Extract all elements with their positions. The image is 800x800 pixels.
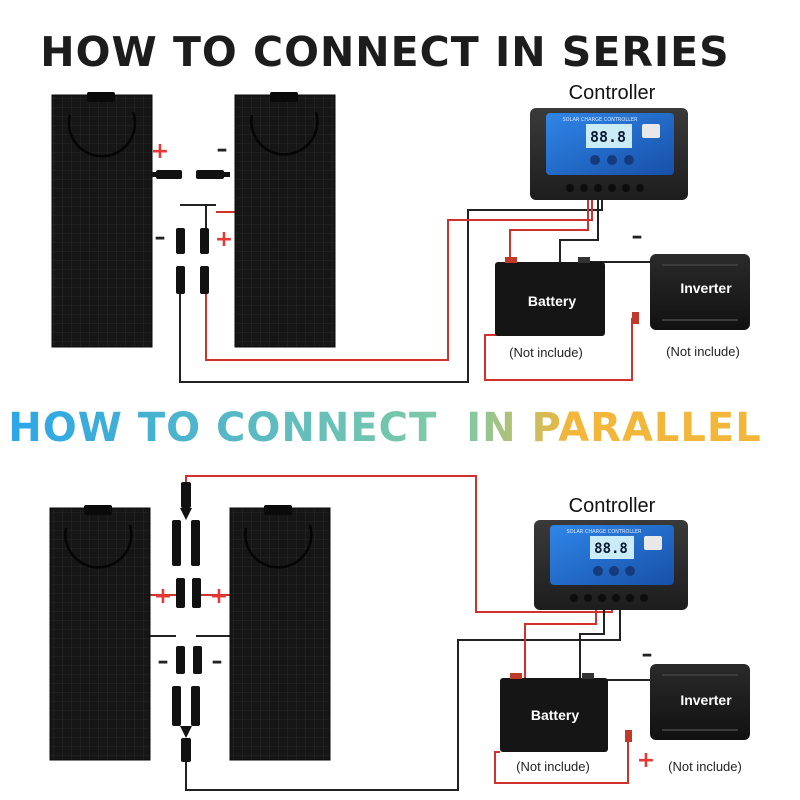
- series-wire-inverter-positive: [484, 318, 633, 381]
- parallel-inverter-note: (Not include): [668, 759, 742, 774]
- parallel-y-branch-connector-bottom: [172, 686, 200, 762]
- series-inverter-note: (Not include): [666, 344, 740, 359]
- series-inverter-icon: [632, 254, 750, 330]
- series-inverter-label: Inverter: [680, 280, 732, 296]
- parallel-y-branch-connector-top: [172, 482, 200, 566]
- series-mc4-connector-top: [152, 170, 230, 179]
- parallel-controller-label: Controller: [569, 495, 656, 517]
- series-wire-battery-negative: [559, 195, 599, 262]
- series-sign-minus-top: –: [217, 137, 228, 162]
- series-wires: [179, 195, 650, 383]
- parallel-wire-battery-negative: [579, 598, 605, 678]
- parallel-inverter-label: Inverter: [680, 692, 732, 708]
- series-controller-header: SOLAR CHARGE CONTROLLER: [562, 117, 638, 123]
- parallel-sign-plus-right: +: [210, 584, 228, 609]
- series-sign-plus-right: +: [215, 227, 233, 252]
- parallel-inverter-icon: [625, 664, 750, 742]
- parallel-panel-right: [229, 505, 331, 761]
- series-panel-left: [51, 92, 153, 348]
- parallel-panel-left: [49, 505, 151, 761]
- series-wire-panel-link: [180, 204, 216, 230]
- parallel-battery-label: Battery: [531, 707, 579, 723]
- series-wire-negative-panel: [179, 195, 603, 383]
- series-wire-positive-panel: [205, 195, 593, 361]
- parallel-title-part-2: IN PARALLEL: [466, 405, 762, 451]
- series-mc4-connector-low: [176, 266, 209, 294]
- parallel-sign-minus-right: –: [212, 649, 223, 674]
- series-battery-label: Battery: [528, 293, 576, 309]
- series-battery-icon: [495, 257, 605, 336]
- series-sign-plus-top: +: [151, 139, 169, 164]
- series-sign-minus-inverter: –: [632, 224, 643, 249]
- parallel-battery-icon: [500, 673, 608, 752]
- series-panel-right: [234, 92, 336, 348]
- series-controller-digits: 88.8: [590, 128, 626, 146]
- parallel-charge-controller-icon: SOLAR CHARGE CONTROLLER 88.8: [534, 520, 688, 610]
- series-sign-minus-left: –: [155, 225, 166, 250]
- parallel-mc4-connector-pos: [176, 578, 201, 608]
- series-battery-note: (Not include): [509, 345, 583, 360]
- parallel-controller-digits: 88.8: [594, 541, 628, 557]
- parallel-sign-minus-inverter: –: [642, 642, 653, 667]
- parallel-sign-plus-inverter: +: [637, 748, 655, 773]
- parallel-wire-negative-bottom: [185, 598, 621, 791]
- parallel-wire-inverter-positive: [494, 738, 629, 784]
- parallel-controller-header: SOLAR CHARGE CONTROLLER: [566, 529, 642, 535]
- series-mc4-connector-mid: [176, 228, 209, 254]
- parallel-sign-plus-left: +: [154, 584, 172, 609]
- series-charge-controller-icon: SOLAR CHARGE CONTROLLER 88.8: [530, 108, 688, 200]
- parallel-sign-minus-left: –: [158, 649, 169, 674]
- parallel-wire-battery-positive: [524, 598, 597, 678]
- series-wire-battery-positive: [509, 195, 589, 262]
- parallel-mc4-connector-neg: [176, 646, 202, 674]
- parallel-title: HOW TO CONNECT IN PARALLEL: [0, 405, 770, 451]
- series-controller-label: Controller: [569, 82, 656, 104]
- series-title: HOW TO CONNECT IN SERIES: [40, 28, 730, 76]
- parallel-title-part-1: HOW TO CONNECT: [8, 405, 438, 451]
- parallel-battery-note: (Not include): [516, 759, 590, 774]
